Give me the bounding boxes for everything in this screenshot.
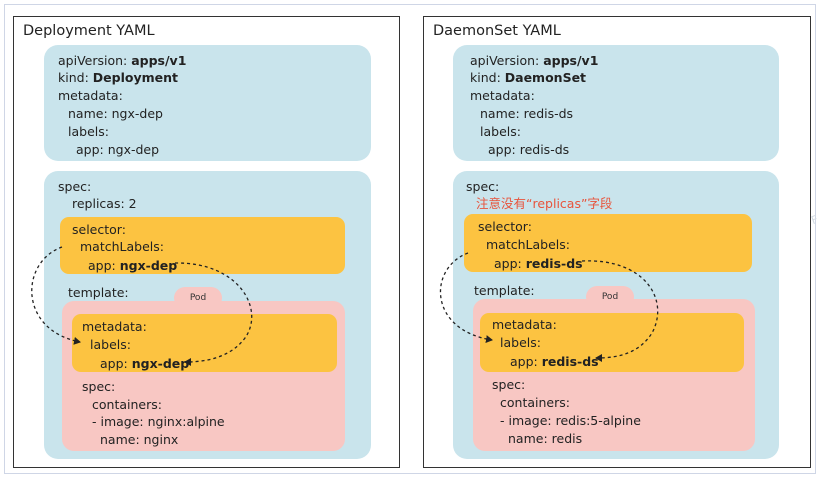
kind-line: kind: Deployment [58,70,178,85]
name-line: name: redis-ds [480,106,574,121]
app-line: app: ngx-dep [76,142,160,157]
name-line: name: ngx-dep [68,106,163,121]
labels-line: labels: [480,124,521,139]
selector-app-line: app: redis-ds [494,256,583,271]
daemonset-panel: DaemonSet YAML apiVersion: apps/v1 kind:… [423,16,811,468]
app-line: app: redis-ds [488,142,570,157]
match-labels-line: matchLabels: [486,237,570,252]
template-labels-line: labels: [500,335,541,350]
selector-app-line: app: ngx-dep [88,258,178,273]
metadata-block [453,45,779,161]
template-app-line: app: ngx-dep [100,356,190,371]
image-line: - image: nginx:alpine [92,414,225,429]
containers-line: containers: [92,397,162,412]
containers-line: containers: [500,395,570,410]
panel-title: Deployment YAML [23,23,155,39]
figure-border [4,4,816,474]
deployment-panel: Deployment YAML apiVersion: apps/v1 kind… [13,16,400,468]
template-line: template: [474,283,535,298]
template-app-line: app: redis-ds [510,354,599,369]
spec-line: spec: [58,179,92,194]
api-version-line: apiVersion: apps/v1 [58,53,187,68]
panel-title: DaemonSet YAML [433,23,561,39]
container-name-line: name: nginx [100,432,179,447]
kind-line: kind: DaemonSet [470,70,587,85]
metadata-line: metadata: [470,88,535,103]
template-spec-line: spec: [82,379,116,394]
spec-line: spec: [466,179,500,194]
template-metadata-line: metadata: [492,317,557,332]
image-line: - image: redis:5-alpine [500,413,641,428]
replicas-line: replicas: 2 [72,196,137,211]
metadata-block [44,45,371,161]
container-name-line: name: redis [508,431,583,446]
template-metadata-line: metadata: [82,319,147,334]
no-replicas-note: 注意没有“replicas”字段 [476,196,613,211]
selector-line: selector: [478,219,532,234]
template-spec-line: spec: [492,377,526,392]
api-version-line: apiVersion: apps/v1 [470,53,599,68]
match-labels-line: matchLabels: [80,239,164,254]
labels-line: labels: [68,124,109,139]
template-line: template: [68,285,129,300]
template-labels-line: labels: [90,337,131,352]
selector-line: selector: [72,222,126,237]
metadata-line: metadata: [58,88,123,103]
